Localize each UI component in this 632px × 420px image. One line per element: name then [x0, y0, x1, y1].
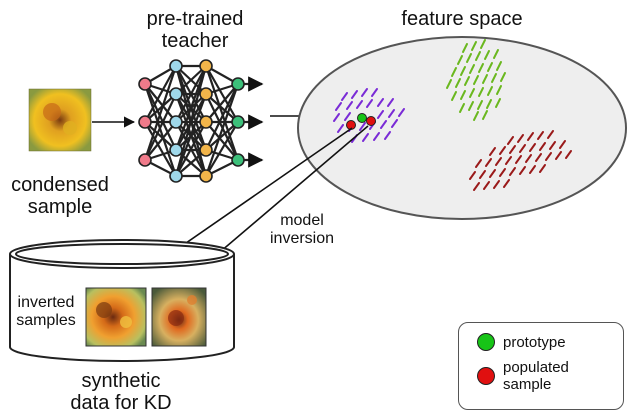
- prototype-legend-icon: [477, 333, 495, 351]
- condensed-label-line2: sample: [27, 196, 93, 219]
- cluster-green: [446, 39, 506, 121]
- legend-prototype-label: prototype: [503, 333, 566, 351]
- inverted-sample-image-2: [151, 287, 207, 347]
- synthetic-data-label: synthetic data for KD: [46, 370, 196, 415]
- model-inversion-line1: model: [280, 212, 324, 229]
- teacher-label: pre-trained teacher: [140, 8, 250, 53]
- condensed-sample-label: condensed sample: [0, 174, 120, 219]
- inverted-sample-image-1: [85, 287, 147, 347]
- condensed-sample-image: [28, 88, 92, 152]
- legend-item-populated-sample: populated sample: [477, 359, 569, 394]
- legend-populated-label: populated sample: [503, 359, 569, 394]
- cluster-purple: [333, 88, 405, 143]
- teacher-label-line2: teacher: [161, 30, 229, 53]
- network-nodes: [138, 59, 245, 183]
- legend-populated-line2: sample: [503, 376, 552, 394]
- populated-sample-legend-icon: [477, 367, 495, 386]
- model-inversion-line2: inversion: [269, 229, 335, 247]
- populated-sample-dot: [366, 116, 376, 126]
- synthetic-label-line1: synthetic: [81, 370, 161, 392]
- synthetic-label-line2: data for KD: [70, 392, 172, 415]
- inverted-label-line2: samples: [16, 311, 76, 329]
- condensed-label-line1: condensed: [11, 174, 109, 196]
- cluster-red: [469, 130, 572, 191]
- inverted-label-line1: inverted: [17, 294, 75, 311]
- model-inversion-label: model inversion: [254, 212, 350, 248]
- inverted-samples-label: inverted samples: [8, 294, 84, 330]
- feature-space-label: feature space: [401, 8, 523, 30]
- legend: prototype populated sample: [458, 322, 624, 410]
- teacher-label-line1: pre-trained: [146, 8, 244, 30]
- legend-populated-line1: populated: [503, 359, 569, 376]
- feature-space-ellipse: [297, 36, 627, 220]
- prototype-dot: [357, 113, 367, 123]
- legend-item-prototype: prototype: [477, 333, 566, 351]
